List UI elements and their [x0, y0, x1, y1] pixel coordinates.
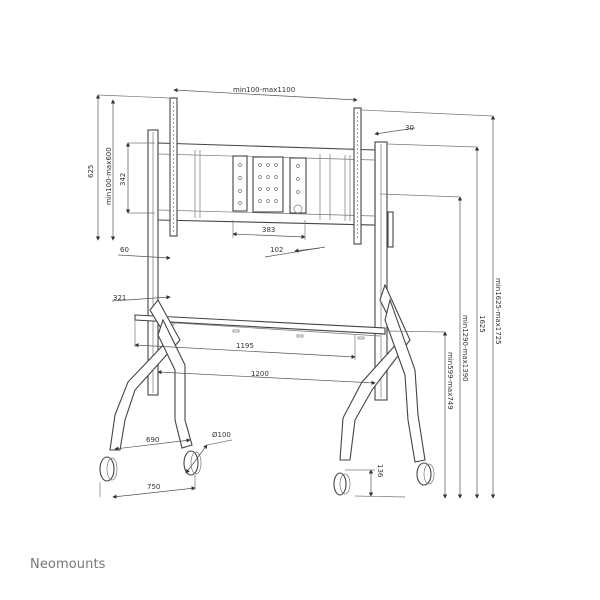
dim-mount-height: min1290-max1390 [379, 193, 469, 499]
svg-text:321: 321 [113, 294, 126, 302]
shelf [134, 314, 386, 340]
dim-wheel-diameter: Ø100 [185, 431, 233, 474]
vesa-rail-left [169, 97, 178, 237]
svg-text:342: 342 [119, 173, 127, 186]
dim-690: 690 [114, 436, 191, 451]
svg-text:30: 30 [405, 124, 414, 132]
right-column [374, 141, 388, 401]
dim-60: 60 [117, 246, 171, 260]
wheel-front-left [99, 456, 118, 482]
svg-text:136: 136 [376, 464, 384, 478]
dim-vesa-width: min100-max1100 [173, 86, 358, 102]
svg-text:min100-max600: min100-max600 [105, 147, 113, 205]
dim-1195: 1195 [134, 320, 356, 360]
dim-30: 30 [374, 124, 416, 136]
svg-text:1195: 1195 [236, 342, 254, 350]
dim-342: 342 [119, 142, 155, 214]
dim-750: 750 [99, 475, 196, 499]
dim-1625: 1625 [386, 143, 486, 499]
svg-text:60: 60 [120, 246, 129, 254]
dim-383: 383 [232, 220, 306, 240]
dim-shelf-height: min599-max749 [384, 330, 454, 499]
dim-total-height: min1625-max1725 [360, 109, 502, 499]
right-side-clip [387, 211, 394, 248]
svg-text:min1625-max1725: min1625-max1725 [494, 278, 502, 345]
dim-625: 625 [87, 94, 171, 241]
svg-text:Ø100: Ø100 [212, 431, 231, 439]
svg-text:1200: 1200 [251, 370, 269, 378]
svg-text:383: 383 [262, 226, 275, 234]
svg-text:min1290-max1390: min1290-max1390 [461, 315, 469, 382]
dim-1200: 1200 [157, 370, 376, 385]
svg-text:1625: 1625 [478, 315, 486, 333]
dim-vesa-height: min100-max600 [105, 99, 116, 241]
svg-text:625: 625 [87, 165, 95, 178]
svg-text:min599-max749: min599-max749 [446, 352, 454, 410]
dim-102: 102 [264, 246, 326, 258]
vesa-rail-right [353, 107, 362, 245]
svg-text:750: 750 [147, 483, 160, 491]
wheel-front-middle [183, 450, 202, 476]
wheel-rear-left [333, 472, 351, 496]
dim-321: 321 [111, 294, 171, 302]
mount-panel [157, 142, 376, 226]
dim-136: 136 [345, 464, 406, 498]
brand-logo: Neomounts [30, 557, 106, 572]
svg-text:102: 102 [270, 246, 283, 254]
svg-text:min100-max1100: min100-max1100 [233, 86, 295, 94]
svg-text:690: 690 [146, 436, 159, 444]
wheel-rear-right [416, 462, 435, 486]
